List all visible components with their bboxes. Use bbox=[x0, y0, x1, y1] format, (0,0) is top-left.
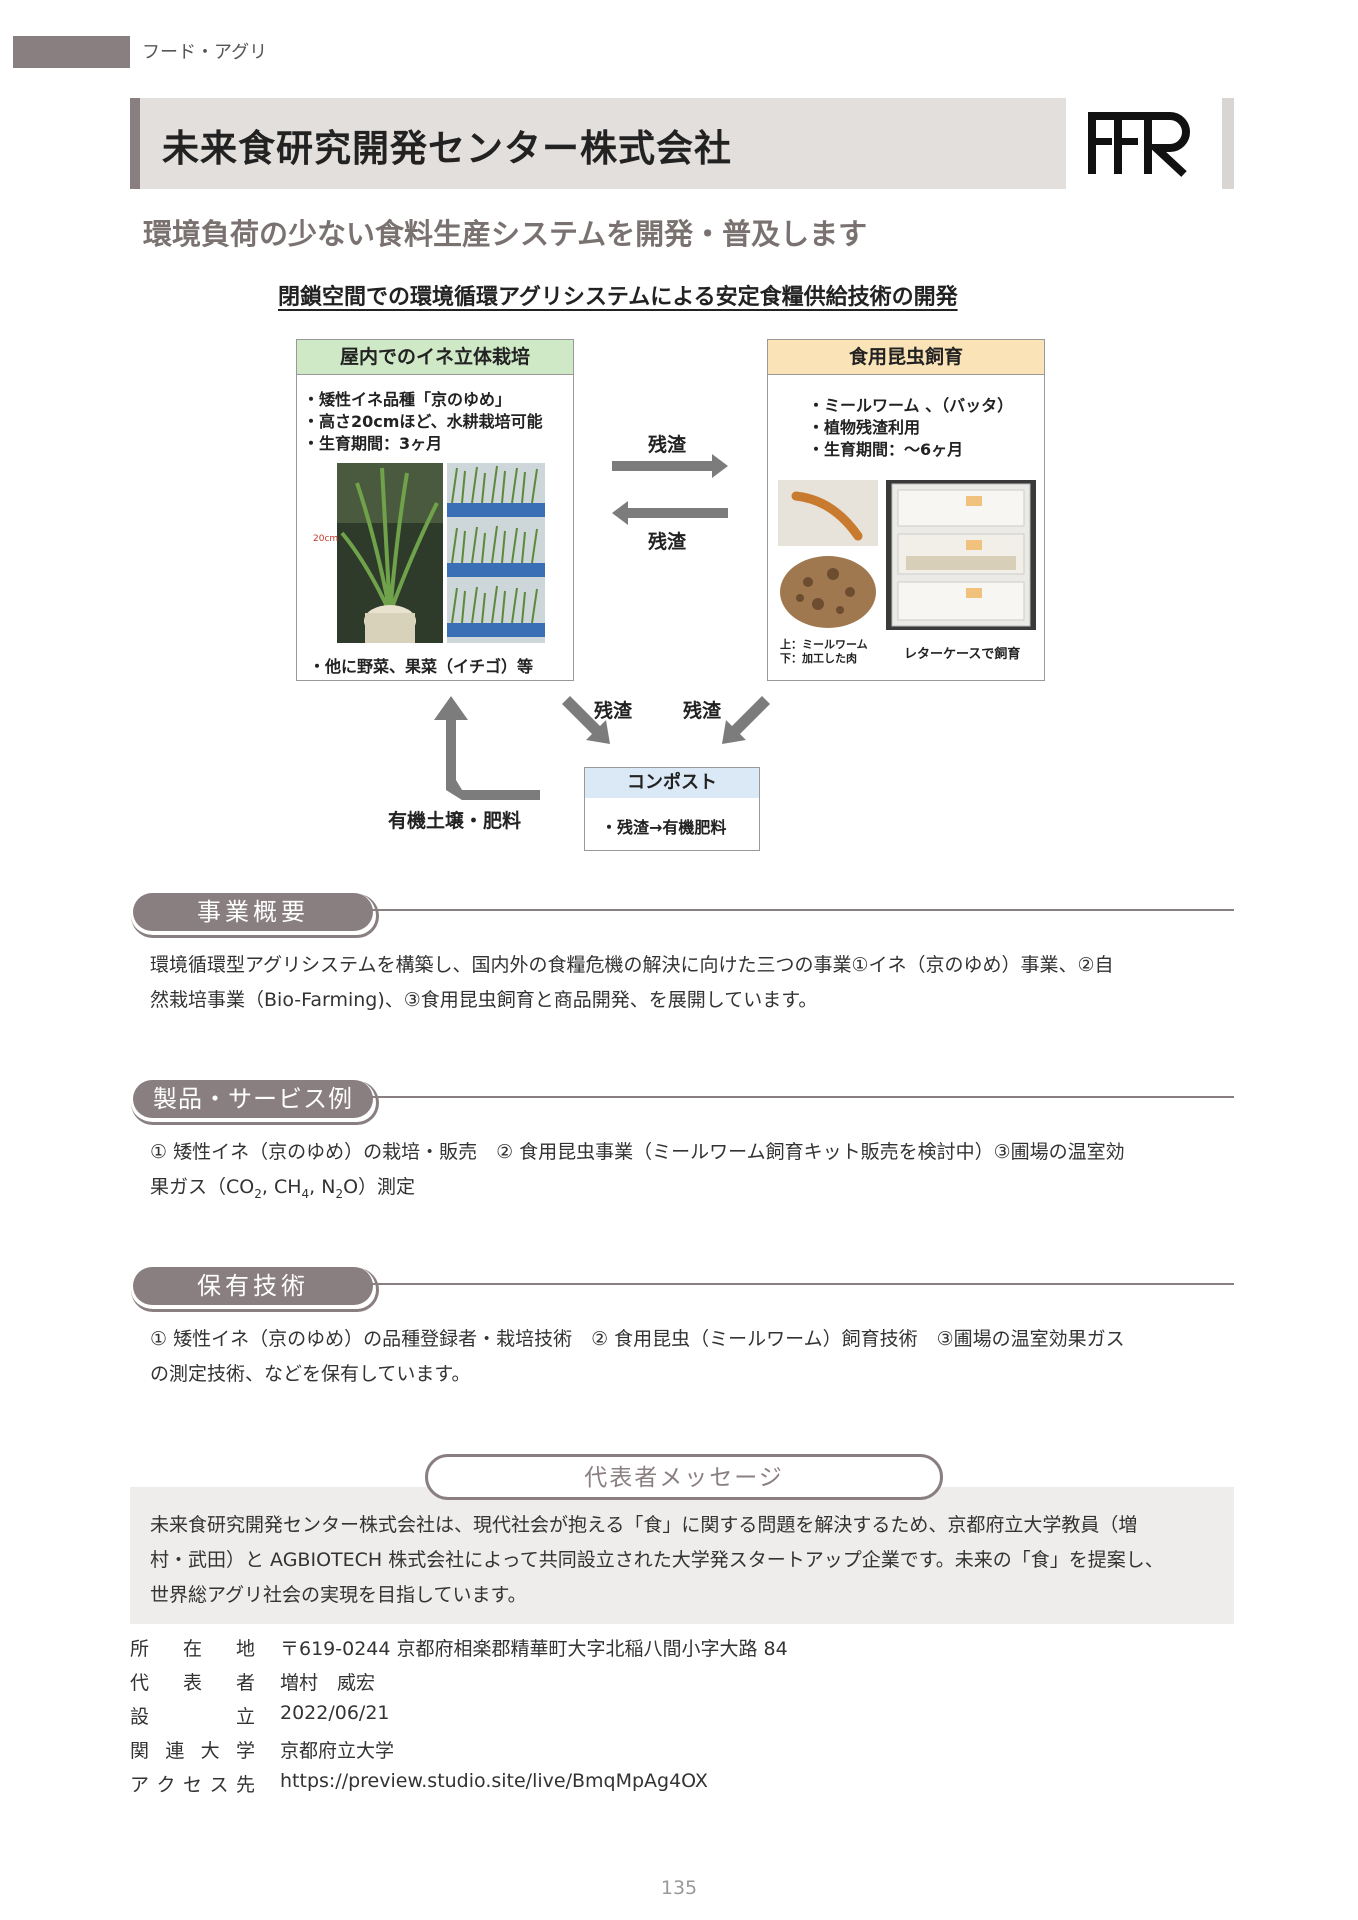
subtitle: 環境負荷の少ない食料生産システムを開発・普及します bbox=[143, 217, 868, 251]
text-line: 然栽培事業（Bio-Farming)、③食用昆虫飼育と商品開発、を展開しています… bbox=[150, 989, 818, 1011]
compost-box-header: コンポスト bbox=[585, 768, 759, 798]
rice-photo-label: 20cm bbox=[313, 534, 339, 544]
arrow-label-soil: 有機土壌・肥料 bbox=[388, 810, 522, 832]
insect-caption-left: 上：ミールワーム bbox=[780, 638, 868, 651]
products-text: ① 矮性イネ（京のゆめ）の栽培・販売 ② 食用昆虫事業（ミールワーム飼育キット販… bbox=[150, 1135, 1225, 1212]
message-background bbox=[130, 1487, 1234, 1624]
text-line: 果ガス（CO2, CH4, N2O）測定 bbox=[150, 1176, 416, 1201]
rice-box-header: 屋内でのイネ立体栽培 bbox=[297, 340, 573, 375]
text-line: 村・武田）と AGBIOTECH 株式会社によって共同設立された大学発スタートア… bbox=[150, 1549, 1164, 1571]
arrow-down-right bbox=[562, 696, 610, 744]
compost-box: コンポスト ・残渣→有機肥料 bbox=[584, 767, 760, 851]
message-label: 代表者メッセージ bbox=[584, 1465, 784, 1491]
text-line: の測定技術、などを保有しています。 bbox=[150, 1363, 471, 1385]
title-banner-accent bbox=[130, 98, 140, 189]
rice-cultivation-box: 屋内でのイネ立体栽培 ・矮性イネ品種「京のゆめ」 ・高さ20cmほど、水耕栽培可… bbox=[296, 339, 574, 681]
insect-bullet: ・植物残渣利用 bbox=[808, 418, 921, 437]
info-key-university: 関連大学 bbox=[130, 1740, 255, 1762]
rice-plant-photo bbox=[337, 463, 443, 643]
title-banner bbox=[130, 98, 1066, 189]
insect-bullet: ・生育期間：～6ヶ月 bbox=[808, 440, 964, 459]
arrow-label-down-right: 残渣 bbox=[683, 700, 722, 722]
technology-text: ① 矮性イネ（京のゆめ）の品種登録者・栽培技術 ② 食用昆虫（ミールワーム）飼育… bbox=[150, 1322, 1225, 1392]
insect-caption-left: 下：加工した肉 bbox=[780, 652, 857, 665]
info-key-representative: 代表者 bbox=[130, 1672, 255, 1694]
edible-insect-box: 食用昆虫飼育 ・ミールワーム 、（バッタ） ・植物残渣利用 ・生育期間：～6ヶ月… bbox=[767, 339, 1045, 681]
section-pill-shadow bbox=[131, 894, 379, 938]
company-logo bbox=[1088, 112, 1190, 177]
insect-caption-right: レターケースで飼育 bbox=[904, 647, 1021, 662]
rice-footer: ・他に野菜、果菜（イチゴ）等 bbox=[309, 657, 534, 676]
overview-text: 環境循環型アグリシステムを構築し、国内外の食糧危機の解決に向けた三つの事業①イネ… bbox=[150, 948, 1225, 1018]
mealworm-photo bbox=[778, 480, 878, 546]
diagram-title: 閉鎖空間での環境循環アグリシステムによる安定食糧供給技術の開発 bbox=[278, 285, 958, 310]
text-line: ① 矮性イネ（京のゆめ）の栽培・販売 ② 食用昆虫事業（ミールワーム飼育キット販… bbox=[150, 1141, 1125, 1163]
arrow-up-curve bbox=[434, 696, 540, 800]
section-pill-shadow bbox=[131, 1081, 379, 1125]
info-value-university: 京都府立大学 bbox=[280, 1740, 395, 1762]
section-divider bbox=[372, 909, 1234, 911]
arrow-down-left bbox=[722, 696, 770, 744]
text-line: ① 矮性イネ（京のゆめ）の品種登録者・栽培技術 ② 食用昆虫（ミールワーム）飼育… bbox=[150, 1328, 1125, 1350]
arrow-left bbox=[612, 501, 728, 525]
text-line: 環境循環型アグリシステムを構築し、国内外の食糧危機の解決に向けた三つの事業①イネ… bbox=[150, 954, 1114, 976]
rice-bullet: ・矮性イネ品種「京のゆめ」 bbox=[303, 390, 512, 409]
info-value-established: 2022/06/21 bbox=[280, 1702, 390, 1724]
section-pill-shadow bbox=[131, 1268, 379, 1312]
info-value-access-url[interactable]: https://preview.studio.site/live/BmqMpAg… bbox=[280, 1770, 708, 1792]
logo-accent bbox=[1222, 98, 1234, 189]
info-value-address: 〒619-0244 京都府相楽郡精華町大字北稲八間小字大路 84 bbox=[280, 1638, 788, 1660]
page-number: 135 bbox=[660, 1877, 698, 1899]
diagram-arrows bbox=[434, 454, 770, 800]
section-label-technology: 保有技術 bbox=[133, 1267, 373, 1305]
arrow-label-right: 残渣 bbox=[648, 434, 687, 456]
category-bar bbox=[13, 36, 130, 68]
section-label-products: 製品・サービス例 bbox=[133, 1080, 373, 1118]
processed-meat-photo bbox=[778, 552, 878, 630]
section-label-overview: 事業概要 bbox=[133, 893, 373, 931]
message-text: 未来食研究開発センター株式会社は、現代社会が抱える「食」に関する問題を解決するた… bbox=[150, 1508, 1225, 1613]
text-line: 世界総アグリ社会の実現を目指しています。 bbox=[150, 1584, 527, 1606]
rice-bullet: ・生育期間：3ヶ月 bbox=[303, 434, 443, 453]
info-key-established: 設立 bbox=[130, 1706, 255, 1728]
arrow-label-down-left: 残渣 bbox=[594, 700, 633, 722]
compost-body: ・残渣→有機肥料 bbox=[601, 818, 727, 837]
rice-bullet: ・高さ20cmほど、水耕栽培可能 bbox=[303, 412, 543, 431]
letter-case-photo bbox=[886, 480, 1036, 630]
category-label: フード・アグリ bbox=[142, 42, 268, 63]
info-key-access: アクセス先 bbox=[130, 1774, 255, 1796]
arrow-right bbox=[612, 454, 728, 478]
insect-bullet: ・ミールワーム 、（バッタ） bbox=[808, 396, 1014, 415]
arrow-label-left: 残渣 bbox=[648, 531, 687, 553]
company-name: 未来食研究開発センター株式会社 bbox=[162, 127, 732, 170]
rice-rack-photo bbox=[447, 463, 545, 643]
section-divider bbox=[372, 1283, 1234, 1285]
info-key-address: 所在地 bbox=[130, 1638, 255, 1660]
insect-box-header: 食用昆虫飼育 bbox=[768, 340, 1044, 375]
message-pill bbox=[425, 1454, 943, 1500]
text-line: 未来食研究開発センター株式会社は、現代社会が抱える「食」に関する問題を解決するた… bbox=[150, 1514, 1138, 1536]
section-divider bbox=[372, 1096, 1234, 1098]
info-value-representative: 増村 威宏 bbox=[280, 1672, 376, 1694]
